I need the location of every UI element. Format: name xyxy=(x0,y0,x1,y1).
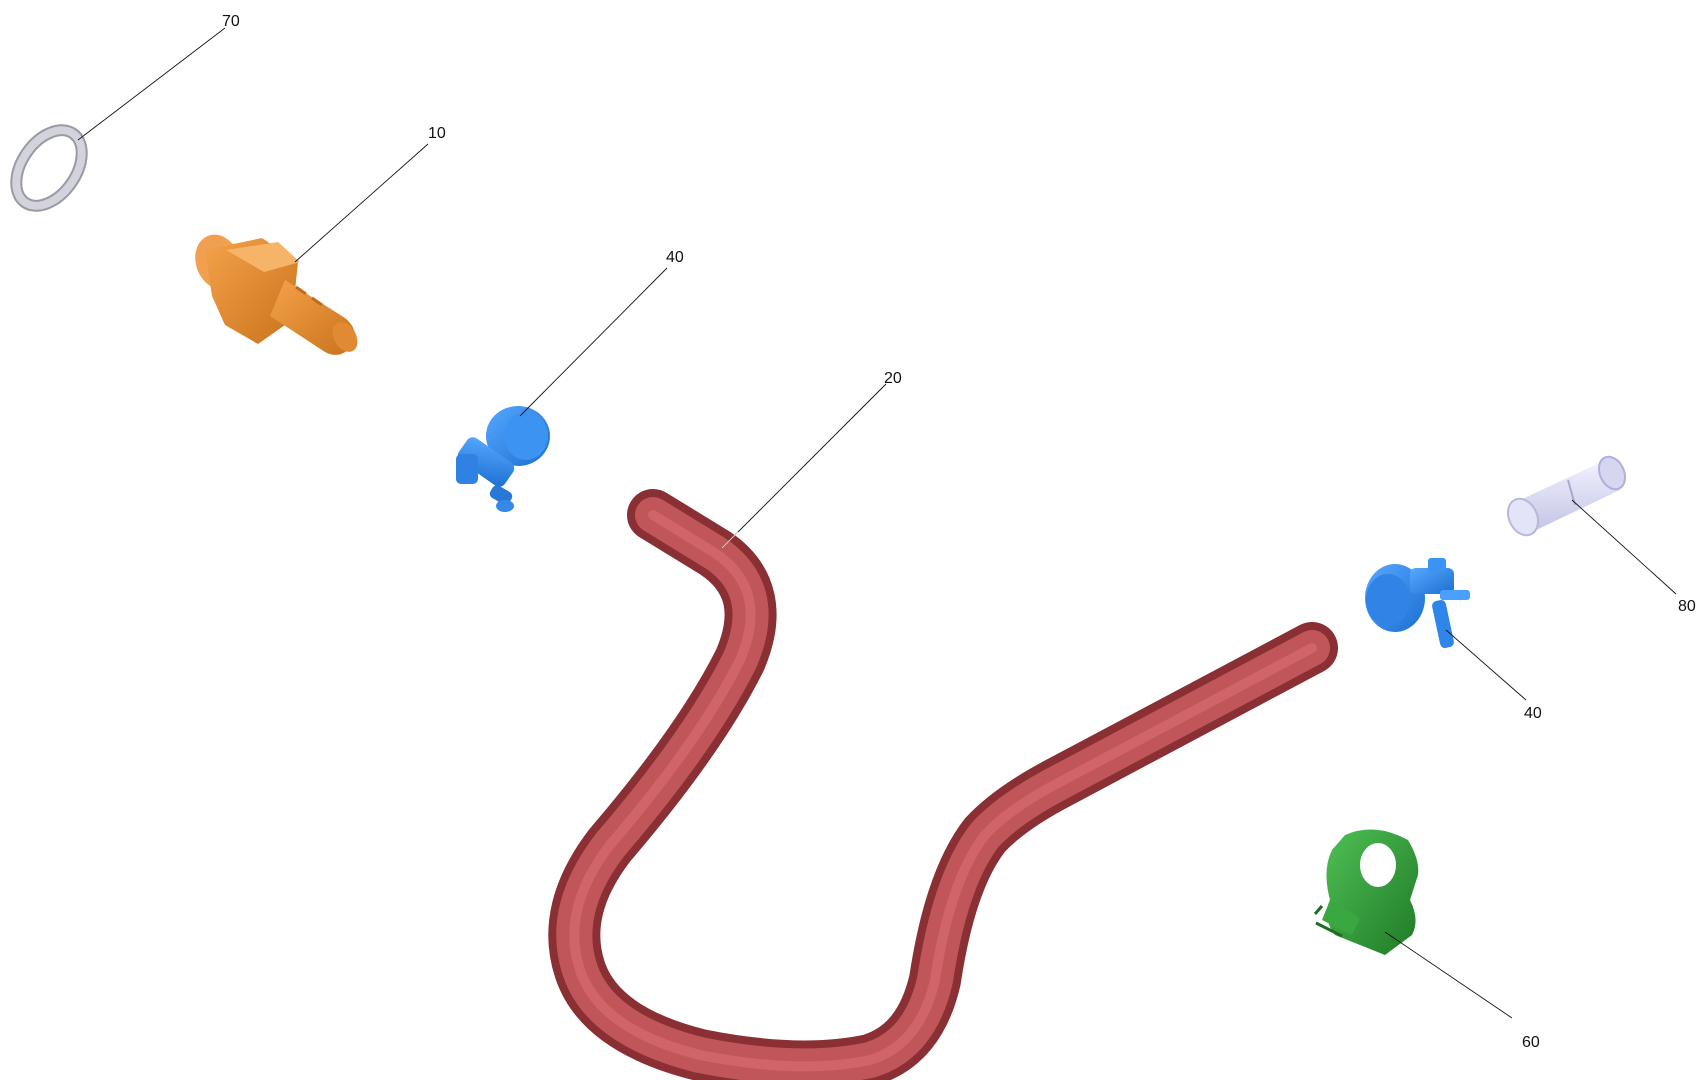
leader-20 xyxy=(721,383,887,549)
callout-70: 70 xyxy=(222,13,240,30)
holder-clip-part xyxy=(1313,829,1419,955)
leader-lines xyxy=(77,27,1677,1019)
callout-40-upper: 40 xyxy=(666,249,684,266)
hose-nipple-part xyxy=(195,234,358,355)
leader-80 xyxy=(1571,499,1677,595)
callout-10: 10 xyxy=(428,125,446,142)
hose-clamp-lower-part xyxy=(1365,558,1470,649)
leader-10 xyxy=(294,143,429,263)
leader-40-lower xyxy=(1445,629,1527,701)
leader-70 xyxy=(77,27,226,141)
callout-20: 20 xyxy=(884,370,902,387)
connector-tube-part xyxy=(1506,455,1627,537)
callout-40-lower: 40 xyxy=(1524,705,1542,722)
hose-part xyxy=(548,489,1338,1080)
leader-40-upper xyxy=(519,267,668,417)
leader-60 xyxy=(1384,931,1513,1019)
leader-20-inner xyxy=(721,531,739,549)
callout-80: 80 xyxy=(1678,598,1696,615)
callout-60: 60 xyxy=(1522,1034,1540,1051)
callout-labels: 70 10 40 20 80 40 60 xyxy=(222,13,1696,1051)
hose-clamp-upper-part xyxy=(456,406,550,512)
sealing-ring-part xyxy=(10,124,88,212)
